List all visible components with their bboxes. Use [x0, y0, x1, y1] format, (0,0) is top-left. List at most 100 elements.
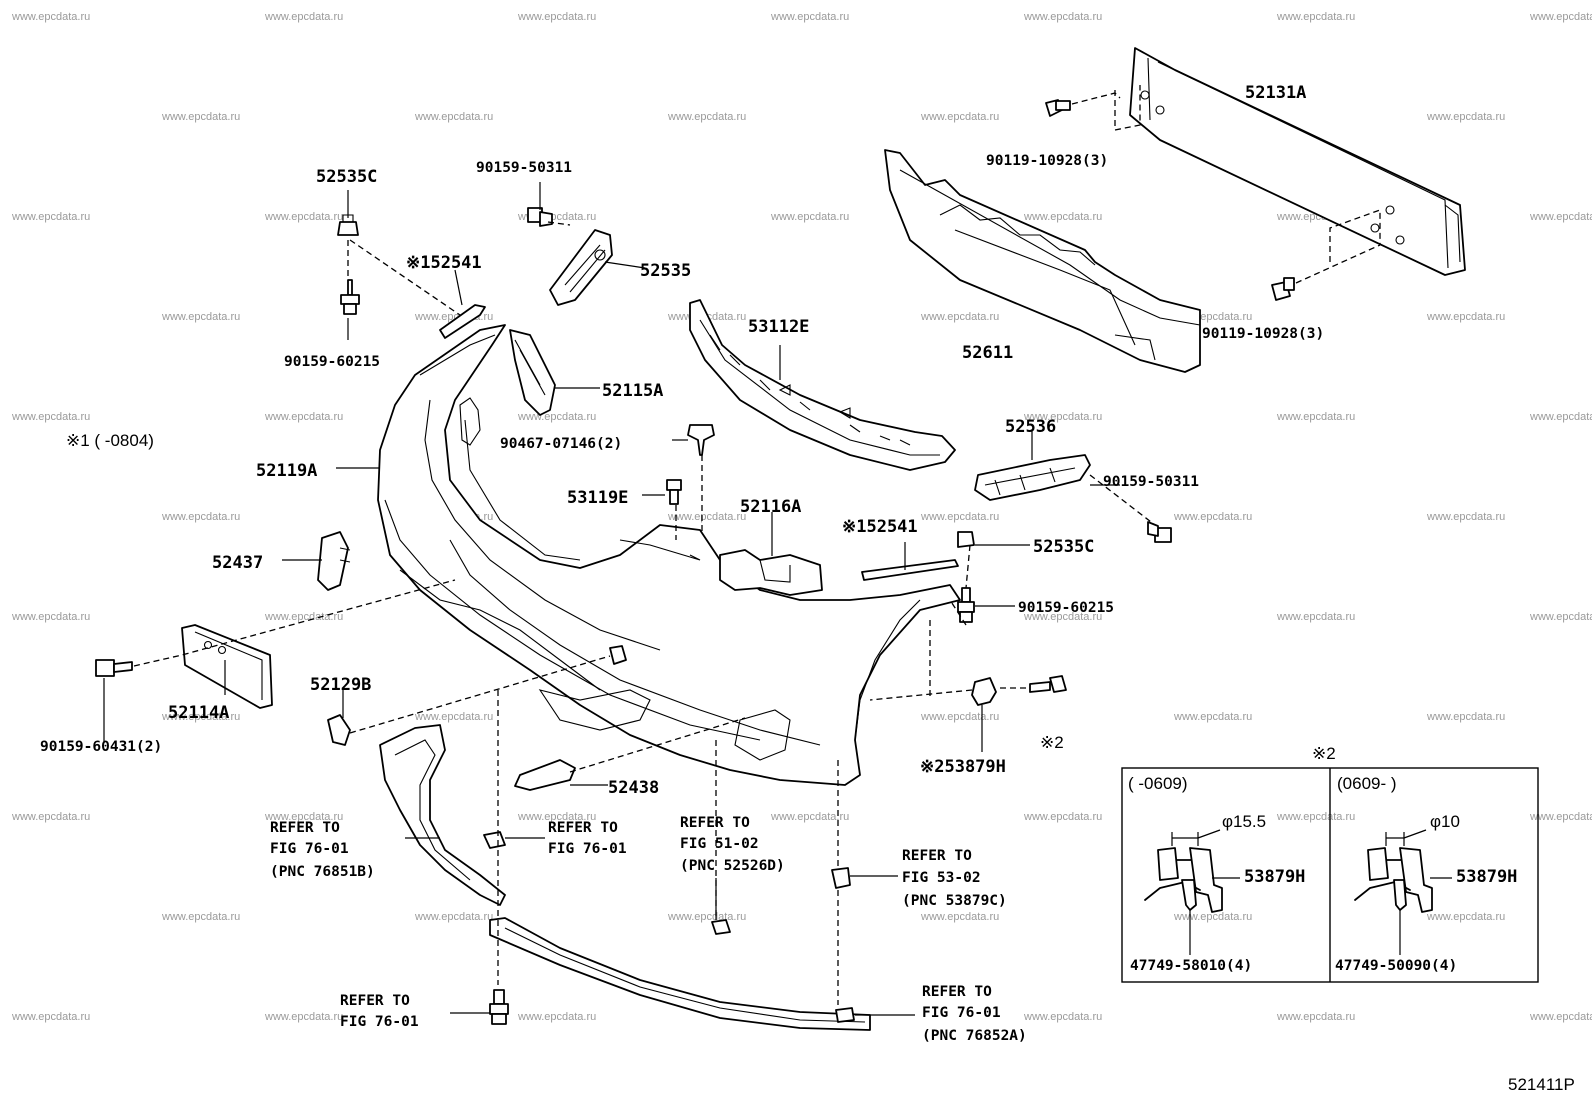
label-52129B: 52129B [310, 675, 371, 695]
watermark-text: www.epcdata.ru [1276, 411, 1355, 423]
watermark-text: www.epcdata.ru [920, 511, 999, 523]
screw-90159-50311-right [1147, 521, 1172, 543]
watermark-text: www.epcdata.ru [264, 11, 343, 23]
label-90159-60431: 90159-60431(2) [40, 739, 162, 755]
cap-52437 [317, 531, 351, 591]
watermark-text: www.epcdata.ru [1426, 111, 1505, 123]
watermark-text: www.epcdata.ru [414, 111, 493, 123]
fastener-ref4 [831, 867, 851, 889]
inset-left-clip [1144, 829, 1240, 955]
clip-90467-07146 [687, 424, 715, 456]
lower-spoiler [489, 917, 871, 1031]
svg-text:FIG 76-01: FIG 76-01 [548, 841, 627, 857]
watermark-text: www.epcdata.ru [920, 711, 999, 723]
svg-text:(PNC 76852A): (PNC 76852A) [922, 1028, 1027, 1044]
svg-text:REFER TO: REFER TO [902, 848, 972, 864]
watermark-text: www.epcdata.ru [1276, 811, 1355, 823]
label-52541-top: ※152541 [406, 253, 482, 273]
watermark-text: www.epcdata.ru [161, 111, 240, 123]
watermark-text: www.epcdata.ru [1529, 411, 1592, 423]
svg-text:FIG 51-02: FIG 51-02 [680, 836, 759, 852]
watermark-text: www.epcdata.ru [1023, 611, 1102, 623]
svg-text:(PNC 52526D): (PNC 52526D) [680, 858, 785, 874]
label-52437: 52437 [212, 553, 263, 573]
cap-52438 [514, 759, 576, 791]
watermark-text: www.epcdata.ru [1023, 1011, 1102, 1023]
svg-text:(PNC 53879C): (PNC 53879C) [902, 893, 1007, 909]
inset-right-sub: 47749-50090(4) [1335, 958, 1457, 974]
label-53119E: 53119E [567, 488, 628, 508]
inset-right-part: 53879H [1456, 867, 1517, 887]
label-52611: 52611 [962, 343, 1013, 363]
screw-90159-60215-top [340, 279, 360, 315]
watermark-text: www.epcdata.ru [161, 511, 240, 523]
watermark-text: www.epcdata.ru [414, 711, 493, 723]
watermark-text: www.epcdata.ru [920, 111, 999, 123]
screw-ref5 [489, 989, 509, 1025]
label-52131A: 52131A [1245, 83, 1306, 103]
watermark-text: www.epcdata.ru [667, 511, 746, 523]
watermark-text: www.epcdata.ru [414, 911, 493, 923]
refer-note-4: REFER TO FIG 53-02 (PNC 53879C) [902, 848, 1007, 909]
side-moulding-left [379, 724, 506, 906]
inset-right-title: (0609- ) [1337, 774, 1397, 793]
watermark-text: www.epcdata.ru [11, 611, 90, 623]
watermark-text: www.epcdata.ru [770, 811, 849, 823]
label-90467-07146: 90467-07146(2) [500, 436, 622, 452]
watermark-text: www.epcdata.ru [11, 811, 90, 823]
watermark-text: www.epcdata.ru [11, 211, 90, 223]
watermark-text: www.epcdata.ru [1529, 611, 1592, 623]
refer-note-1: REFER TO FIG 76-01 (PNC 76851B) [270, 820, 375, 880]
watermark-text: www.epcdata.ru [1426, 911, 1505, 923]
watermark-text: www.epcdata.ru [1529, 811, 1592, 823]
svg-text:FIG 76-01: FIG 76-01 [340, 1014, 419, 1030]
watermark-text: www.epcdata.ru [1426, 311, 1505, 323]
bolt-90119-bottom [1271, 277, 1295, 301]
watermark-text: www.epcdata.ru [1529, 211, 1592, 223]
clip-52535C-top [337, 214, 359, 236]
label-52114A: 52114A [168, 703, 229, 723]
fastener-ref3 [711, 919, 731, 935]
watermark-text: www.epcdata.ru [1023, 411, 1102, 423]
watermark-text: www.epcdata.ru [1276, 11, 1355, 23]
label-90159-60215-top: 90159-60215 [284, 354, 380, 370]
label-52116A: 52116A [740, 497, 801, 517]
watermark-text: www.epcdata.ru [1173, 711, 1252, 723]
svg-text:FIG 76-01: FIG 76-01 [922, 1005, 1001, 1021]
svg-text:FIG 76-01: FIG 76-01 [270, 841, 349, 857]
watermark-text: www.epcdata.ru [1023, 211, 1102, 223]
watermark-text: www.epcdata.ru [770, 11, 849, 23]
screw-90159-60215-right [957, 587, 975, 623]
label-52115A: 52115A [602, 381, 663, 401]
svg-text:REFER TO: REFER TO [548, 820, 618, 836]
svg-text:(PNC 76851B): (PNC 76851B) [270, 864, 375, 880]
label-90119-10928-bottom: 90119-10928(3) [1202, 326, 1324, 342]
bolt-90119-top [1045, 99, 1071, 117]
watermark-text: www.epcdata.ru [11, 1011, 90, 1023]
watermark-text: www.epcdata.ru [1173, 511, 1252, 523]
refer-note-3: REFER TO FIG 51-02 (PNC 52526D) [680, 815, 785, 874]
label-52535C-top: 52535C [316, 167, 377, 187]
watermark-text: www.epcdata.ru [11, 11, 90, 23]
absorber-52611 [884, 149, 1201, 373]
watermark-text: www.epcdata.ru [1529, 1011, 1592, 1023]
svg-text:REFER TO: REFER TO [680, 815, 750, 831]
label-53879H: ※253879H [920, 757, 1006, 777]
label-52535: 52535 [640, 261, 691, 281]
inset-left-dim: φ15.5 [1222, 812, 1266, 831]
watermark-text: www.epcdata.ru [667, 111, 746, 123]
grille-53112E [689, 299, 956, 471]
watermark-text: www.epcdata.ru [517, 11, 596, 23]
note-1: ※1 ( -0804) [66, 431, 154, 450]
inset-left-sub: 47749-58010(4) [1130, 958, 1252, 974]
clip-52535C-right [957, 531, 975, 548]
watermark-text: www.epcdata.ru [920, 311, 999, 323]
bracket-52535 [549, 229, 613, 306]
label-52535C-right: 52535C [1033, 537, 1094, 557]
svg-text:REFER TO: REFER TO [922, 984, 992, 1000]
screw-53119E [666, 479, 682, 505]
watermark-text: www.epcdata.ru [1529, 11, 1592, 23]
fastener-ref2 [483, 831, 506, 849]
watermark-text: www.epcdata.ru [517, 411, 596, 423]
